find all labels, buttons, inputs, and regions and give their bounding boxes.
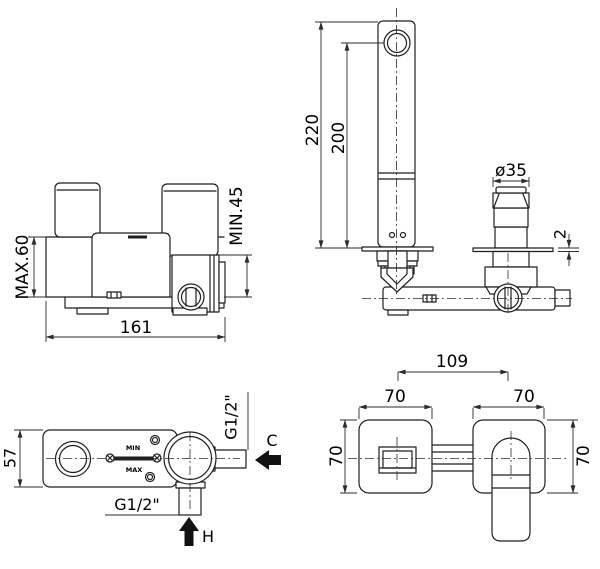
min-mark-label: MIN	[126, 444, 140, 452]
dim-spout-axis-label: 200	[329, 122, 349, 154]
dim-handle-plate-width: 70	[472, 387, 545, 419]
hot-inlet-arrow-icon	[179, 517, 199, 546]
max-mark-label: MAX	[126, 466, 143, 474]
spout-elbow-inner	[386, 267, 408, 285]
lever-handle-joints	[491, 474, 531, 489]
dim-center-distance-label: 109	[436, 352, 468, 372]
dim-spout-plate-width-ext	[358, 408, 433, 419]
dim-body-width-label: 161	[120, 318, 152, 338]
dim-handle-plate-height: 70	[547, 419, 594, 494]
dim-max-depth-ext	[28, 236, 46, 298]
boss-bottom-inner	[146, 473, 154, 481]
body-side-foot	[387, 309, 409, 316]
mount-screw-head-left	[377, 260, 389, 267]
body-pipe-end	[554, 289, 571, 307]
dim-total-height: 220	[303, 21, 378, 249]
mount-screw-head-right	[406, 260, 418, 267]
view-side: 220 200 ø35 2	[303, 8, 579, 316]
view-trim-front: 109 70 70 70 70	[327, 352, 594, 542]
spout-outlet-inner	[386, 32, 408, 54]
boss-top-outer	[149, 434, 161, 446]
dim-min-depth: MIN.45	[219, 186, 252, 298]
dim-spout-plate-width: 70	[358, 387, 433, 419]
spout-port-outer	[54, 440, 92, 478]
dim-body-depth-label: 57	[1, 448, 20, 468]
lever-handle	[491, 437, 531, 542]
hot-arrow-label: H	[202, 527, 214, 546]
dim-spout-plate-height: 70	[327, 419, 357, 494]
valve-side-slot	[504, 286, 512, 310]
dim-body-depth: 57	[1, 429, 43, 488]
dim-plate-thickness-ticks	[558, 247, 579, 252]
dim-min-depth-label: MIN.45	[227, 186, 247, 245]
adjust-screw-left-cross	[106, 454, 114, 462]
valve-port-inner	[180, 286, 202, 308]
boss-top-inner	[151, 436, 159, 444]
spout-union-block	[387, 250, 408, 269]
dim-plate-thickness-label: 2	[551, 229, 570, 239]
handle-cap	[495, 186, 527, 194]
spout-elbow	[380, 267, 414, 293]
spout-screw-right	[399, 231, 407, 239]
cold-inlet-thread-label: G1/2"	[222, 394, 241, 440]
panel-slot	[128, 235, 147, 239]
handle-sleeve	[494, 226, 528, 249]
handle-escutcheon	[492, 250, 530, 268]
dim-center-distance: 109	[397, 352, 509, 381]
spout-screw-left	[388, 231, 396, 239]
dim-handle-dia-label: ø35	[495, 161, 527, 181]
cold-inlet-pipe	[214, 449, 247, 469]
cold-inlet-arrow-icon	[255, 450, 281, 470]
valve-housing-ribs	[209, 254, 215, 313]
dim-max-depth: MAX.60	[13, 235, 46, 300]
dim-max-depth-label: MAX.60	[13, 235, 33, 300]
handle-body	[493, 207, 529, 228]
connector-pipe-lines	[431, 444, 474, 472]
view-body-top: MIN MAX 57 G1/2" C G1/2" H	[1, 392, 281, 546]
boss-bottom-outer	[144, 471, 156, 483]
hot-inlet-callout: G1/2" H	[105, 495, 214, 546]
dim-spout-plate-height-label: 70	[327, 445, 347, 467]
valve-housing-tab	[218, 261, 226, 304]
left-protection-cap	[54, 182, 101, 238]
panel-clip	[106, 291, 122, 299]
dim-total-height-label: 220	[303, 114, 323, 146]
dim-handle-diameter: ø35	[492, 161, 530, 187]
dim-center-distance-ext	[397, 372, 509, 381]
dim-handle-plate-width-label: 70	[513, 387, 535, 407]
handle-ring-chamfers	[493, 193, 529, 208]
dim-body-width: 161	[45, 301, 226, 342]
cold-inlet-callout: G1/2" C	[222, 392, 281, 470]
adjust-screw-right-cross	[153, 454, 161, 462]
dim-spout-axis-height: 200	[329, 42, 384, 249]
base-foot	[76, 307, 109, 315]
dim-plate-thickness: 2	[551, 229, 579, 266]
dim-spout-plate-width-label: 70	[384, 387, 406, 407]
valve-port-slot	[185, 287, 197, 307]
hot-inlet-thread-label: G1/2"	[114, 495, 160, 514]
spout-port-inner	[58, 444, 88, 474]
cold-arrow-label: C	[266, 431, 277, 450]
dim-handle-plate-width-ext	[472, 408, 545, 419]
view-body-front: MAX.60 MIN.45 161	[13, 182, 252, 342]
panel-clip-lines	[110, 291, 118, 299]
dim-handle-plate-height-label: 70	[574, 445, 594, 467]
body-front-panel	[91, 232, 171, 298]
